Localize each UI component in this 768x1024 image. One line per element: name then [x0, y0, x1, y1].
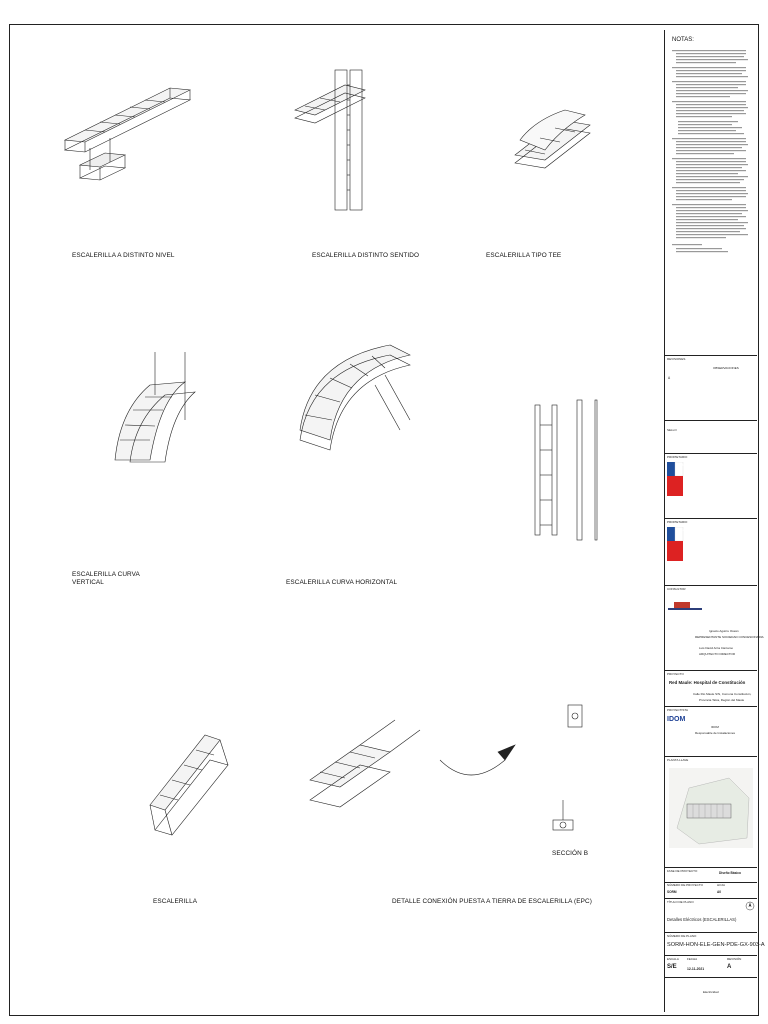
drawing-tipo-tee: [514, 109, 591, 169]
tb-fecha-label: FECHA: [687, 957, 698, 961]
title-block: REVISIONES OBSERVACIONES A SELLO PROPIET…: [664, 30, 765, 1012]
sheet-frame: [9, 24, 759, 1016]
title-curva-vertical-line2: VERTICAL: [72, 579, 104, 586]
tb-propietario-label-2: PROPIETARIO: [667, 520, 688, 524]
arquitecto-name: Luis David Arria Cárcamo: [699, 646, 734, 650]
fase-value: Diseño Básico: [719, 871, 741, 875]
fecha-value: 12-11-2021: [687, 967, 705, 971]
tb-divider: [665, 882, 757, 883]
tb-divider: [665, 453, 757, 454]
hoja-value: A0: [717, 890, 722, 894]
tb-observaciones-label: OBSERVACIONES: [713, 366, 739, 370]
tb-divider: [665, 420, 757, 421]
empresa-name: IDOM: [711, 725, 719, 729]
title-distinto-sentido: ESCALERILLA DISTINTO SENTIDO: [312, 252, 420, 259]
tb-sello-label: SELLO: [667, 428, 677, 432]
revision-value: A: [727, 964, 732, 970]
tb-numero-plano-label: NÚMERO DE PLANO: [667, 934, 697, 938]
idom-logo: IDOM: [667, 716, 686, 723]
tb-divider: [665, 977, 757, 978]
title-seccion-b: SECCIÓN B: [552, 850, 589, 857]
title-curva-vertical-line1: ESCALERILLA CURVA: [72, 571, 140, 578]
proyecto-nombre: Red Maule: Hospital de Constitución: [669, 680, 746, 685]
drawing-curva-vertical: [114, 352, 196, 463]
representante-name: Ignacio Aguirre Ossán: [709, 629, 739, 633]
tb-numero-proyecto-label: NÚMERO DE PROYECTO: [667, 883, 703, 887]
responsable-role: Responsable de Instalaciones: [695, 731, 736, 735]
tb-escala-label: ESCALA: [667, 957, 679, 961]
drawing-epc: [309, 719, 516, 808]
concesionaria-logo: [668, 602, 702, 610]
numero-proyecto-value: SORM: [667, 890, 677, 894]
north-arrow-icon: [745, 901, 755, 911]
notes-title: NOTAS:: [672, 37, 694, 43]
drawing-vertical-ladder: [534, 399, 598, 541]
tb-revision-label: REVISIÓN: [727, 957, 742, 961]
tb-proyecto-label: PROYECTO: [667, 672, 684, 676]
tb-divider: [665, 756, 757, 757]
tb-divider: [665, 955, 757, 956]
tb-titulo-plano-label: TÍTULO DE PLANO: [667, 900, 694, 904]
drawing-distinto-nivel: [63, 87, 192, 181]
arquitecto-role: ARQUITECTO DIRECTOR: [699, 652, 736, 656]
title-tipo-tee: ESCALERILLA TIPO TEE: [486, 252, 562, 259]
tb-divider: [665, 898, 757, 899]
tb-divider: [665, 585, 757, 586]
tb-planta-llave-label: PLANTA LLAVE: [667, 758, 689, 762]
direccion-line2: Provincia Talca, Región del Maule: [699, 698, 745, 702]
tb-divider: [665, 932, 757, 933]
tb-hoja-label: HOJA: [717, 883, 726, 887]
notes-body: [672, 50, 748, 253]
drawing-curva-horizontal: [299, 344, 411, 451]
tb-revisiones-label: REVISIONES: [667, 357, 686, 361]
drawing-distinto-sentido: [294, 69, 366, 211]
title-detalle-epc: DETALLE CONEXIÓN PUESTA A TIERRA DE ESCA…: [392, 898, 592, 905]
titulo-plano-value: Detalles Eléctricos (ESCALERILLAS): [667, 917, 737, 922]
drawing-seccion-b: [552, 704, 583, 831]
especialidad-value: Electricidad: [703, 990, 719, 994]
key-plan-map: [669, 768, 753, 848]
tb-fase-label: FASE DE PROYECTO: [667, 869, 698, 873]
ministerio-logo: [667, 461, 691, 496]
tb-consultor-label: CONSULTOR: [667, 587, 686, 591]
tb-divider: [665, 706, 757, 707]
ministerio-name: Ministerio de Obras Públicas: [681, 464, 715, 467]
drawing-escalerilla: [149, 734, 229, 836]
tb-divider: [665, 867, 757, 868]
tb-propietario-label: PROPIETARIO: [667, 455, 688, 459]
servicio-salud-name: Servicio de Salud Maule: [681, 529, 709, 532]
servicio-salud-logo: [667, 526, 691, 561]
tb-divider: [665, 518, 757, 519]
tb-revision-row: A: [668, 376, 671, 380]
tb-divider: [665, 670, 757, 671]
title-escalerilla: ESCALERILLA: [153, 898, 198, 905]
tb-proyectista-label: PROYECTISTA: [667, 708, 688, 712]
representante-role: REPRESENTANTE SOCIEDAD CONCESIONARIA: [695, 635, 764, 639]
escala-value: S/E: [667, 964, 677, 970]
direccion-line1: Calle Río Maule S/N, Comuna Constitución…: [693, 692, 752, 696]
title-curva-horizontal: ESCALERILLA CURVA HORIZONTAL: [286, 579, 398, 586]
tb-divider: [665, 355, 757, 356]
numero-plano-value: SORM-HON-ELE-GEN-PDE-GX-903-A: [667, 942, 765, 948]
title-distinto-nivel: ESCALERILLA A DISTINTO NIVEL: [72, 252, 175, 259]
